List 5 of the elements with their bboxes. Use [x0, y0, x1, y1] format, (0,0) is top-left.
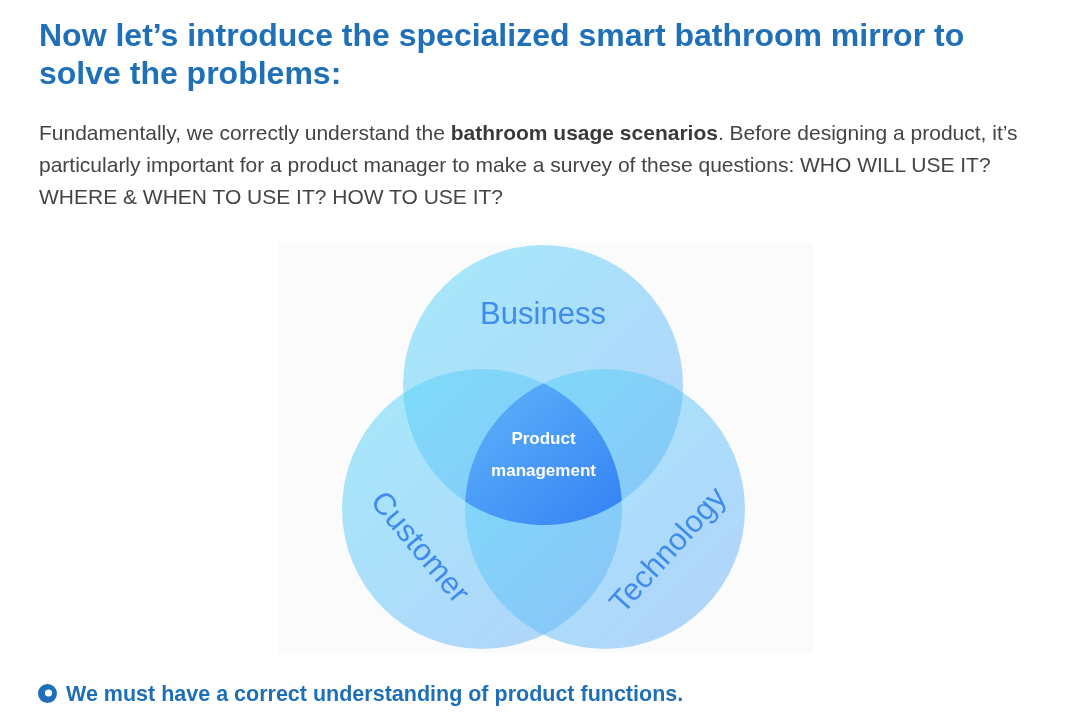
section-heading: We must have a correct understanding of product functions.: [66, 681, 684, 708]
intersection-label: Product management: [490, 428, 597, 482]
page-title: Now let’s introduce the specialized smart bathroom mirror to solve the problems:: [39, 16, 966, 92]
intro-paragraph: Fundamentally, we correctly understand the bathroom usage scenarios. Before designing a product, it’s particularly important for a product manager to make a survey of these questions: WHO WILL USE IT? WHERE & WHEN TO USE IT? HOW TO USE IT?: [39, 120, 1019, 210]
circle-label: Business: [480, 296, 606, 332]
